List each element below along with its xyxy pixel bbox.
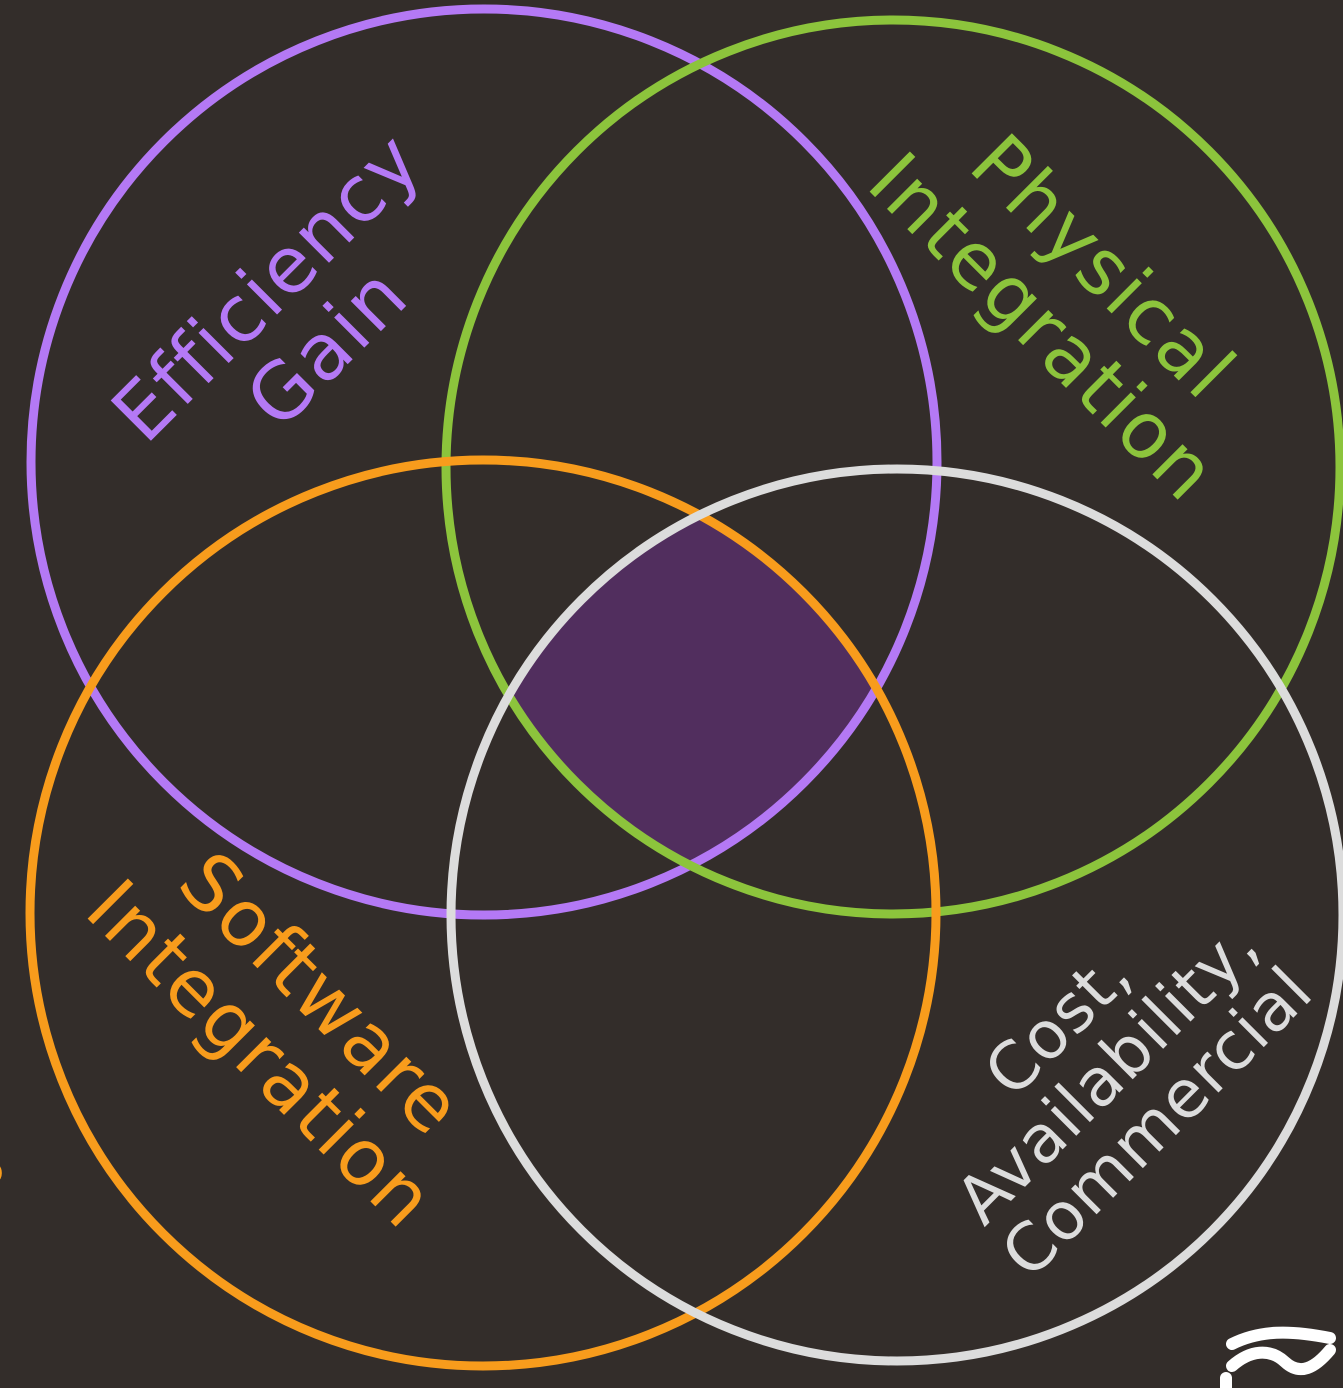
commercial-circle	[446, 464, 1343, 1366]
commercial-label: Cost, Availability, Commercial	[941, 906, 1327, 1292]
efficiency-circle	[26, 4, 942, 920]
software-circle	[25, 455, 941, 1371]
edge-glyph-bottom: s	[0, 1114, 8, 1204]
edge-glyph-top: t	[0, 209, 3, 299]
physical-label: Physical Integration	[851, 118, 1252, 519]
physical-circle	[441, 15, 1343, 919]
wave-logo-icon	[1220, 1326, 1336, 1388]
center-overlap	[451, 469, 936, 914]
